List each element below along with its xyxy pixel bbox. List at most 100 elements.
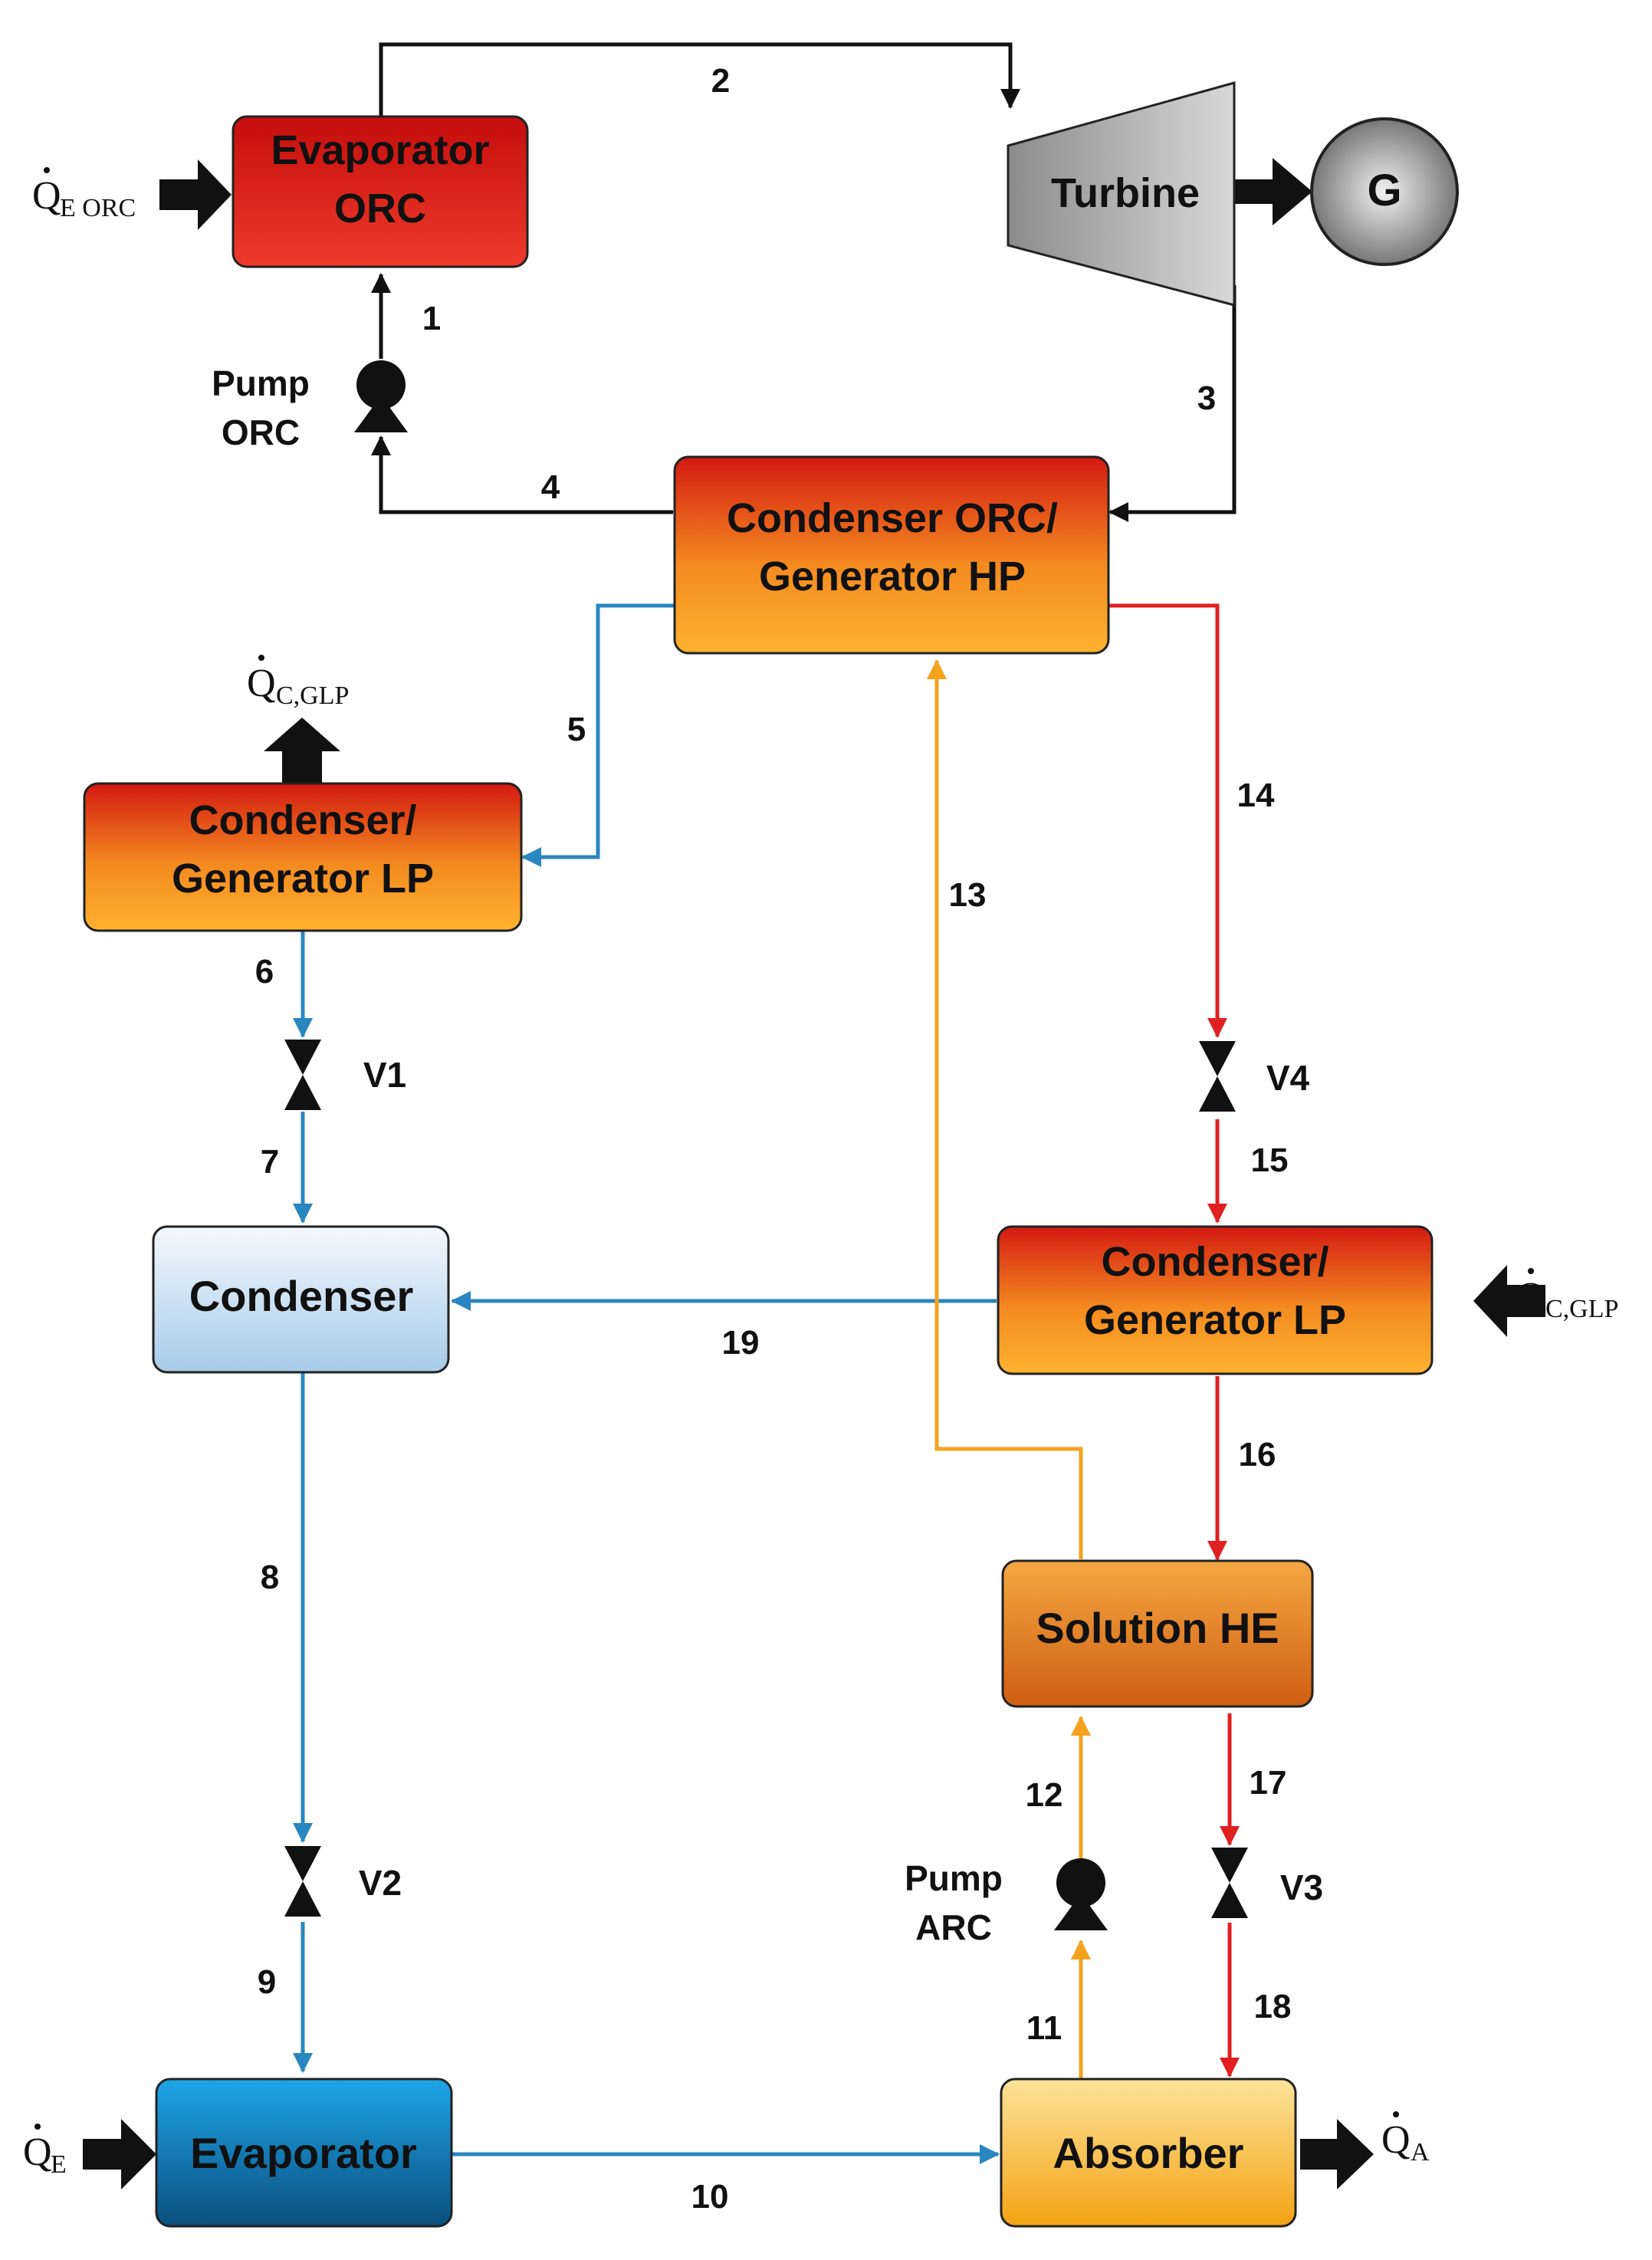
evaporator-orc-label-2: ORC	[334, 186, 426, 232]
valve-v1	[284, 1040, 321, 1110]
evaporator-orc-label-1: Evaporator	[271, 127, 489, 173]
condenser-generator-lp-left: Condenser/ Generator LP	[83, 782, 523, 932]
pump-orc-body	[356, 360, 406, 409]
valve-v2	[284, 1846, 321, 1917]
stream-5-line	[521, 603, 676, 867]
valve-v1-label: V1	[363, 1055, 406, 1095]
turbine: Turbine	[1007, 81, 1236, 307]
valve-v3	[1211, 1848, 1248, 1918]
pump-arc-label-1: Pump	[905, 1858, 1003, 1898]
q-e-orc-label: Q E ORC	[32, 167, 136, 222]
pump-orc-label-1: Pump	[212, 363, 310, 403]
condenser-label: Condenser	[189, 1272, 414, 1320]
stream-17-number: 17	[1250, 1764, 1287, 1802]
valve-v2-label: V2	[359, 1863, 402, 1903]
q-c-glp-top-sub: C,GLP	[276, 682, 349, 710]
q-c-glp-top-label: Q C,GLP	[247, 655, 349, 710]
q-a-dot	[1393, 2111, 1399, 2117]
q-e-sub: E	[51, 2150, 67, 2179]
q-a-sub: A	[1411, 2138, 1430, 2166]
orc-lines	[371, 42, 1237, 522]
q-c-glp-right-main: Q	[1516, 1275, 1545, 1319]
generator: G	[1310, 117, 1459, 266]
stream-13-line	[927, 659, 1083, 1559]
turbine-shaft-arrow	[1234, 158, 1312, 225]
stream-13-number: 13	[949, 876, 987, 914]
stream-numbers: 1 2 3 4 5 6 7 8 9 10 11 12 13 14 15 16 1…	[255, 62, 1292, 2216]
q-e-dot	[34, 2124, 41, 2130]
q-e-arrow	[83, 2119, 156, 2189]
stream-8-number: 8	[261, 1559, 279, 1596]
valve-v4	[1199, 1041, 1236, 1112]
pump-orc	[354, 360, 408, 432]
cond-gen-lp-right-label-1: Condenser/	[1101, 1239, 1328, 1285]
q-a-arrow	[1300, 2119, 1374, 2189]
evaporator: Evaporator	[155, 2078, 453, 2228]
condenser-orc-label-2: Generator HP	[759, 554, 1026, 599]
stream-9-number: 9	[258, 1963, 276, 2001]
stream-19-number: 19	[722, 1324, 760, 1362]
stream-7-number: 7	[261, 1143, 279, 1181]
condenser-orc-generator-hp: Condenser ORC/ Generator HP	[673, 455, 1110, 655]
valve-v4-label: V4	[1266, 1058, 1310, 1098]
q-c-glp-top-main: Q	[247, 662, 276, 705]
strong-solution-lines	[1108, 603, 1240, 2078]
stream-4-number: 4	[541, 468, 560, 506]
refrigerant-lines	[293, 603, 1000, 2164]
q-a-main: Q	[1381, 2118, 1411, 2162]
q-c-glp-right-sub: C,GLP	[1545, 1295, 1618, 1323]
q-e-label: Q E	[23, 2124, 67, 2179]
stream-2-line	[379, 42, 1020, 117]
solution-heat-exchanger: Solution HE	[1001, 1559, 1314, 1708]
pump-arc-body	[1056, 1858, 1105, 1907]
stream-11-number: 11	[1026, 2009, 1062, 2047]
q-e-orc-main: Q	[32, 174, 61, 218]
stream-16-number: 16	[1239, 1436, 1276, 1473]
q-c-glp-right-arrow	[1473, 1265, 1545, 1337]
q-a-label: Q A	[1381, 2111, 1430, 2166]
q-c-glp-top-arrow	[264, 718, 340, 788]
q-e-orc-dot	[44, 167, 50, 173]
solution-he-label: Solution HE	[1036, 1604, 1279, 1652]
heat-flow-arrows	[83, 158, 1545, 2189]
q-c-glp-right-label: Q C,GLP	[1516, 1268, 1618, 1323]
condenser: Condenser	[152, 1225, 450, 1374]
condenser-generator-lp-right: Condenser/ Generator LP	[997, 1225, 1434, 1375]
stream-15-number: 15	[1251, 1141, 1289, 1179]
stream-12-number: 12	[1026, 1776, 1063, 1814]
q-e-orc-arrow	[159, 159, 232, 230]
stream-10-number: 10	[691, 2178, 729, 2216]
stream-3-line	[1108, 285, 1237, 522]
q-c-glp-right-dot	[1528, 1268, 1534, 1274]
stream-2-number: 2	[711, 62, 730, 100]
stream-5-number: 5	[567, 711, 586, 748]
q-e-main: Q	[23, 2130, 52, 2174]
stream-4-line	[371, 435, 673, 514]
pump-arc-label-2: ARC	[915, 1907, 992, 1947]
q-c-glp-top-dot	[258, 655, 264, 661]
stream-14-line	[1108, 603, 1227, 1038]
cond-gen-lp-left-label-1: Condenser/	[189, 797, 416, 843]
stream-3-number: 3	[1197, 379, 1216, 417]
condenser-orc-label-1: Condenser ORC/	[727, 495, 1058, 541]
weak-solution-lines	[927, 659, 1091, 2079]
absorber: Absorber	[1000, 2078, 1297, 2228]
pump-orc-base	[354, 396, 408, 432]
generator-label: G	[1367, 166, 1401, 215]
evaporator-label: Evaporator	[190, 2129, 417, 2177]
stream-14-number: 14	[1237, 777, 1275, 814]
pump-orc-label-2: ORC	[222, 412, 300, 452]
stream-18-number: 18	[1254, 1988, 1292, 2025]
turbine-label: Turbine	[1051, 170, 1200, 216]
evaporator-orc: Evaporator ORC	[232, 115, 529, 268]
valve-v3-label: V3	[1280, 1867, 1323, 1907]
cond-gen-lp-right-label-2: Generator LP	[1084, 1297, 1346, 1343]
stream-1-number: 1	[422, 300, 441, 337]
q-e-orc-sub: E ORC	[60, 194, 136, 222]
stream-6-number: 6	[255, 953, 274, 990]
cond-gen-lp-left-label-2: Generator LP	[172, 856, 434, 902]
pump-arc	[1054, 1858, 1108, 1930]
pump-arc-base	[1054, 1894, 1108, 1930]
absorber-label: Absorber	[1053, 2129, 1244, 2177]
